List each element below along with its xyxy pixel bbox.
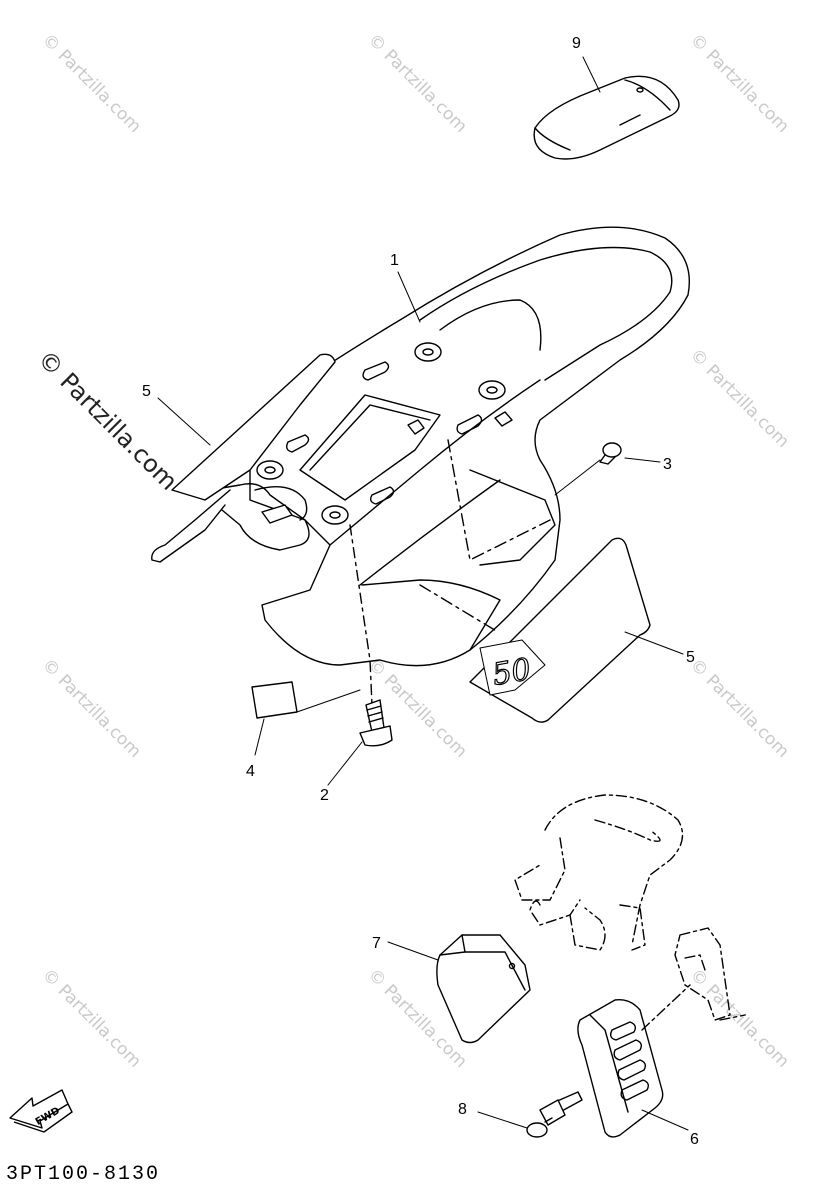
part-5-decal-right bbox=[470, 538, 650, 722]
callout-2: 2 bbox=[320, 787, 329, 804]
callout-4: 4 bbox=[246, 763, 255, 780]
part-9-seat-pad bbox=[534, 76, 679, 159]
frame-phantom bbox=[515, 795, 745, 1020]
decal-text: 50 bbox=[490, 652, 534, 693]
callout-6: 6 bbox=[690, 1131, 699, 1148]
part-4-damper bbox=[252, 682, 360, 718]
diagram-code: 3PT100-8130 bbox=[6, 1163, 161, 1186]
part-6-cover bbox=[578, 985, 690, 1137]
callout-1: 1 bbox=[390, 252, 399, 269]
part-2-bolt bbox=[360, 700, 392, 746]
callout-5: 5 bbox=[142, 383, 151, 400]
part-1-rear-fender bbox=[152, 227, 690, 705]
part-8-bolt bbox=[527, 1092, 582, 1137]
callout-3: 3 bbox=[663, 456, 672, 473]
callout-5: 5 bbox=[686, 649, 695, 666]
callout-9: 9 bbox=[572, 35, 581, 52]
fwd-arrow-icon: FWD bbox=[10, 1090, 72, 1132]
callout-7: 7 bbox=[372, 935, 381, 952]
leader-lines bbox=[158, 57, 688, 1130]
part-3-screw bbox=[555, 443, 621, 495]
callout-8: 8 bbox=[458, 1101, 467, 1118]
part-7-guard bbox=[437, 935, 530, 1043]
part-5-decal-left bbox=[172, 354, 335, 500]
